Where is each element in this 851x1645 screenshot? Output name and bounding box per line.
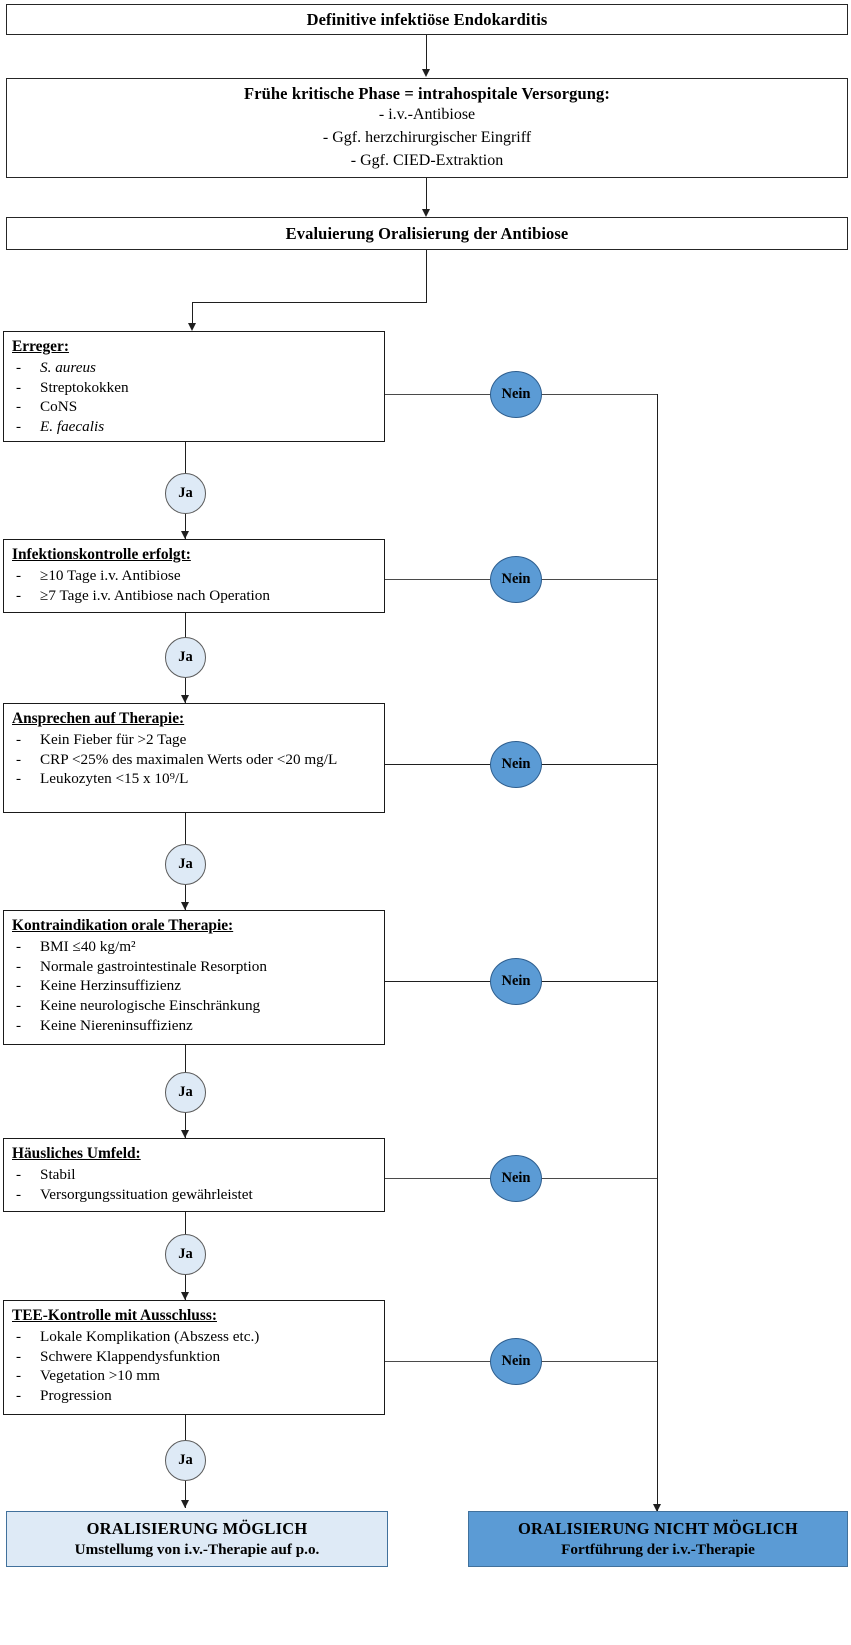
connector-evaluation-to-erreger (192, 302, 193, 328)
criteria-box-erreger: Erreger: S. aureus Streptokokken CoNS E.… (3, 331, 385, 442)
arrow-start-to-phase (422, 69, 430, 77)
criteria-item: Normale gastrointestinale Resorption (12, 957, 378, 977)
connector-evaluation-down (426, 250, 427, 303)
badge-no-kontraindikation: Nein (490, 958, 542, 1005)
start-node-title: Definitive infektiöse Endokarditis (306, 9, 548, 29)
criteria-item: Kein Fieber für >2 Tage (12, 730, 378, 750)
branch-yes-line-erreger-bottom (185, 514, 186, 539)
criteria-item: ≥7 Tage i.v. Antibiose nach Operation (12, 586, 378, 606)
badge-no-ansprechen: Nein (490, 741, 542, 788)
criteria-title-haeusliches-umfeld: Häusliches Umfeld: (12, 1145, 141, 1162)
arrow-evaluation-to-erreger (188, 323, 196, 331)
criteria-list-ansprechen: Kein Fieber für >2 Tage CRP <25% des max… (12, 730, 378, 789)
evaluation-node-title: Evaluierung Oralisierung der Antibiose (285, 223, 569, 243)
arrow-yes-erreger (181, 531, 189, 539)
connector-start-to-phase (426, 35, 427, 70)
outcome-not-possible-line2: Fortführung der i.v.-Therapie (561, 1540, 755, 1558)
phase-node-fruehe-kritische-phase: Frühe kritische Phase = intrahospitale V… (6, 78, 848, 178)
criteria-item: Versorgungssituation gewährleistet (12, 1185, 378, 1205)
criteria-item: Stabil (12, 1165, 378, 1185)
branch-yes-line-tee-kontrolle-bottom (185, 1481, 186, 1508)
phase-item-0: - i.v.-Antibiose (378, 106, 476, 124)
phase-item-2: - Ggf. CIED-Extraktion (350, 151, 504, 169)
arrow-yes-tee-kontrolle (181, 1500, 189, 1508)
criteria-item: Progression (12, 1386, 378, 1406)
connector-evaluation-left (192, 302, 427, 303)
branch-yes-line-infektionskontrolle-top (185, 613, 186, 637)
branch-yes-line-infektionskontrolle-bottom (185, 678, 186, 703)
arrow-phase-to-evaluation (422, 209, 430, 217)
badge-yes-tee-kontrolle: Ja (165, 1440, 206, 1481)
criteria-item: Leukozyten <15 x 10⁹/L (12, 769, 378, 789)
criteria-item: Lokale Komplikation (Abszess etc.) (12, 1327, 378, 1347)
branch-yes-line-kontraindikation-bottom (185, 1113, 186, 1138)
criteria-item: Streptokokken (12, 378, 378, 398)
criteria-box-kontraindikation: Kontraindikation orale Therapie: BMI ≤40… (3, 910, 385, 1045)
badge-yes-haeusliches-umfeld: Ja (165, 1234, 206, 1275)
outcome-box-oralisierung-moeglich: ORALISIERUNG MÖGLICH Umstellumg von i.v.… (6, 1511, 388, 1567)
outcome-possible-line2: Umstellumg von i.v.-Therapie auf p.o. (74, 1540, 320, 1558)
criteria-item: Keine neurologische Einschränkung (12, 996, 378, 1016)
criteria-item: E. faecalis (12, 417, 378, 437)
outcome-box-oralisierung-nicht-moeglich: ORALISIERUNG NICHT MÖGLICH Fortführung d… (468, 1511, 848, 1567)
criteria-title-infektionskontrolle: Infektionskontrolle erfolgt: (12, 546, 191, 563)
criteria-box-tee-kontrolle: TEE-Kontrolle mit Ausschluss: Lokale Kom… (3, 1300, 385, 1415)
branch-yes-line-kontraindikation-top (185, 1045, 186, 1073)
criteria-box-haeusliches-umfeld: Häusliches Umfeld: Stabil Versorgungssit… (3, 1138, 385, 1212)
badge-yes-erreger: Ja (165, 473, 206, 514)
badge-yes-infektionskontrolle: Ja (165, 637, 206, 678)
criteria-item: Keine Niereninsuffizienz (12, 1016, 378, 1036)
criteria-box-infektionskontrolle: Infektionskontrolle erfolgt: ≥10 Tage i.… (3, 539, 385, 613)
evaluation-node-oralisierung: Evaluierung Oralisierung der Antibiose (6, 217, 848, 250)
arrow-no-trunk-to-outcome (653, 1504, 661, 1512)
badge-no-erreger: Nein (490, 371, 542, 418)
criteria-title-ansprechen: Ansprechen auf Therapie: (12, 710, 185, 727)
criteria-item: Keine Herzinsuffizienz (12, 976, 378, 996)
arrow-yes-kontraindikation (181, 1130, 189, 1138)
arrow-yes-infektionskontrolle (181, 695, 189, 703)
badge-no-haeusliches-umfeld: Nein (490, 1155, 542, 1202)
phase-item-1: - Ggf. herzchirurgischer Eingriff (322, 129, 532, 147)
criteria-list-infektionskontrolle: ≥10 Tage i.v. Antibiose ≥7 Tage i.v. Ant… (12, 566, 378, 606)
branch-yes-line-erreger-top (185, 442, 186, 474)
badge-yes-ansprechen: Ja (165, 844, 206, 885)
criteria-item: Schwere Klappendysfunktion (12, 1347, 378, 1367)
criteria-box-ansprechen: Ansprechen auf Therapie: Kein Fieber für… (3, 703, 385, 813)
criteria-list-tee-kontrolle: Lokale Komplikation (Abszess etc.) Schwe… (12, 1327, 378, 1406)
start-node-definitive-endokarditis: Definitive infektiöse Endokarditis (6, 4, 848, 35)
criteria-item: BMI ≤40 kg/m² (12, 937, 378, 957)
branch-yes-line-haeusliches-umfeld-top (185, 1212, 186, 1235)
criteria-title-kontraindikation: Kontraindikation orale Therapie: (12, 917, 234, 934)
criteria-list-haeusliches-umfeld: Stabil Versorgungssituation gewährleiste… (12, 1165, 378, 1205)
badge-no-infektionskontrolle: Nein (490, 556, 542, 603)
criteria-title-erreger: Erreger: (12, 338, 69, 355)
branch-yes-line-ansprechen-bottom (185, 885, 186, 910)
criteria-item: S. aureus (12, 358, 378, 378)
criteria-item: CoNS (12, 397, 378, 417)
branch-yes-line-ansprechen-top (185, 813, 186, 844)
arrow-yes-ansprechen (181, 902, 189, 910)
criteria-list-kontraindikation: BMI ≤40 kg/m² Normale gastrointestinale … (12, 937, 378, 1036)
criteria-item: CRP <25% des maximalen Werts oder <20 mg… (12, 750, 378, 770)
branch-yes-line-tee-kontrolle-top (185, 1415, 186, 1440)
connector-phase-to-evaluation (426, 178, 427, 210)
criteria-item: Vegetation >10 mm (12, 1366, 378, 1386)
no-trunk-vertical-line (657, 394, 658, 1512)
phase-node-title: Frühe kritische Phase = intrahospitale V… (244, 84, 610, 104)
arrow-yes-haeusliches-umfeld (181, 1292, 189, 1300)
outcome-not-possible-line1: ORALISIERUNG NICHT MÖGLICH (518, 1519, 798, 1539)
badge-no-tee-kontrolle: Nein (490, 1338, 542, 1385)
criteria-title-tee-kontrolle: TEE-Kontrolle mit Ausschluss: (12, 1307, 217, 1324)
criteria-item: ≥10 Tage i.v. Antibiose (12, 566, 378, 586)
outcome-possible-line1: ORALISIERUNG MÖGLICH (86, 1519, 308, 1539)
criteria-list-erreger: S. aureus Streptokokken CoNS E. faecalis (12, 358, 378, 437)
badge-yes-kontraindikation: Ja (165, 1072, 206, 1113)
branch-yes-line-haeusliches-umfeld-bottom (185, 1275, 186, 1300)
